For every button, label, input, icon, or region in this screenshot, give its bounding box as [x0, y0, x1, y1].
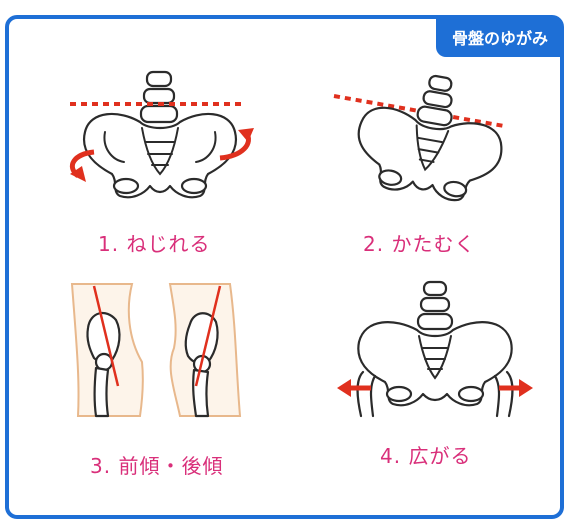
ilium-left	[103, 131, 125, 163]
obturator-right	[443, 180, 468, 198]
pelvis-widen-illustration	[337, 280, 533, 418]
arrow-head-left	[70, 166, 86, 182]
vertebra	[419, 296, 451, 313]
caption-twist: 1. ねじれる	[98, 232, 211, 256]
sacrum	[141, 127, 179, 176]
femur-right	[493, 370, 514, 418]
sacrum-lines	[145, 141, 175, 166]
pelvis-twist-illustration	[70, 70, 254, 199]
sacrum-lines	[417, 136, 444, 163]
vertebra	[416, 312, 454, 331]
sacrum-lines	[422, 347, 448, 370]
diagram-frame: 骨盤のゆがみ	[5, 15, 564, 519]
vertebra	[428, 74, 453, 92]
caption-widen: 4. 広がる	[380, 444, 472, 468]
vertebra	[422, 90, 453, 109]
femur-left	[356, 370, 377, 418]
pelvis-tilt-illustration	[333, 74, 505, 202]
vertebra	[139, 104, 179, 124]
vertebra	[416, 105, 453, 127]
pelvis-bone	[357, 321, 513, 407]
obturator-left	[112, 177, 140, 195]
vertebra	[422, 280, 448, 297]
femur-left	[93, 366, 110, 418]
femur-right	[192, 368, 210, 418]
obturator-left	[385, 385, 413, 403]
axis-line-left	[92, 285, 120, 387]
ilium-right	[195, 131, 217, 163]
tilt-line	[333, 94, 505, 128]
caption-tilt: 2. かたむく	[363, 232, 476, 256]
caption-anterior-posterior: 3. 前傾・後傾	[90, 454, 224, 478]
pelvis-bone	[82, 112, 238, 199]
pelvis-anterior-posterior-illustration	[70, 283, 242, 418]
sacrum	[415, 124, 450, 172]
obturator-right	[457, 385, 485, 403]
arrow-head-right	[238, 128, 254, 142]
arrow-head-left	[337, 379, 351, 397]
obturator-right	[180, 177, 208, 195]
arrow-head-right	[519, 379, 533, 397]
obturator-left	[378, 169, 403, 186]
vertebra	[142, 87, 176, 105]
vertebra	[145, 70, 173, 88]
title-badge: 骨盤のゆがみ	[435, 19, 560, 57]
axis-line-right	[194, 285, 222, 387]
sacrum	[418, 335, 452, 380]
